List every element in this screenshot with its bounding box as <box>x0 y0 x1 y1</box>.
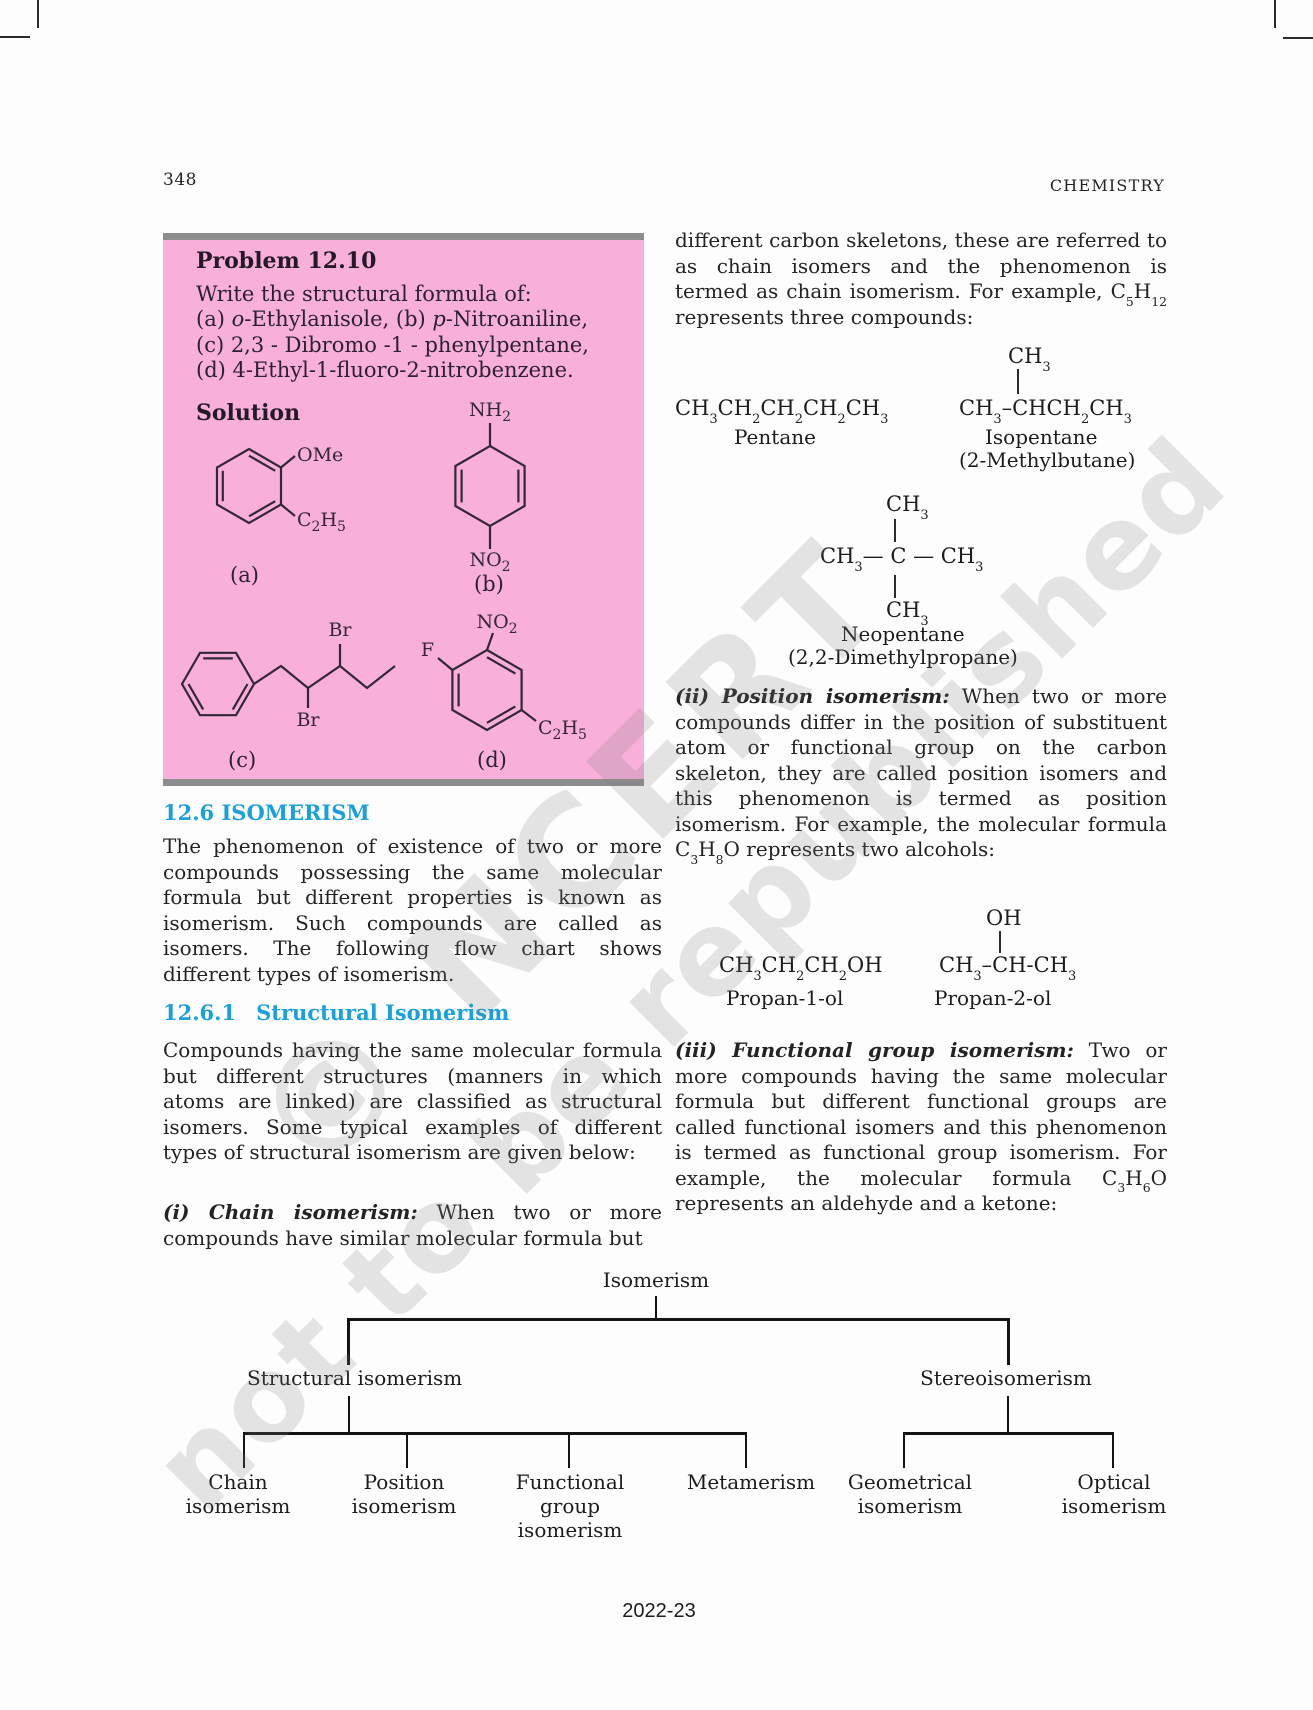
flowchart-root: Isomerism <box>602 1268 710 1292</box>
flowchart-leaf-optical: Optical isomerism <box>1061 1470 1167 1518</box>
nh2-label: NH2 <box>469 399 511 425</box>
flowchart-stereo-bar <box>903 1432 1114 1435</box>
flowchart-stub-optical <box>1112 1432 1114 1468</box>
flowchart-stub-geometrical <box>903 1432 905 1468</box>
c2h5-label-a: C2H5 <box>297 509 346 535</box>
flowchart-structural-stem <box>348 1396 350 1434</box>
problem-line-3: (c) 2,3 - Dibromo -1 - phenylpentane, <box>196 333 589 357</box>
isopentane-alt-name: (2-Methylbutane) <box>959 448 1136 472</box>
structure-b-p-nitroaniline: NH2 NO2 <box>454 399 526 575</box>
subsection-title: Structural Isomerism <box>256 1000 510 1025</box>
structure-c-tag: (c) <box>228 748 257 772</box>
f-label: F <box>421 639 434 661</box>
neopentane-formula: CH3— C — CH3 <box>820 544 984 576</box>
neopentane-bottom-methyl: CH3 <box>886 598 929 630</box>
problem-title: Problem 12.10 <box>196 248 377 274</box>
flowchart-stub-chain <box>243 1432 245 1468</box>
crop-mark-top-left-h <box>0 36 30 38</box>
isopentane-bond <box>1017 369 1019 394</box>
problem-line-1: Write the structural formula of: <box>196 282 532 306</box>
structure-a-o-ethylanisole: OMe C2H5 <box>215 444 346 535</box>
c2h5-label-d: C2H5 <box>538 717 587 743</box>
crop-mark-top-left-v <box>37 0 39 28</box>
subsection-number: 12.6.1 <box>163 1000 237 1025</box>
edition-year: 2022-23 <box>622 1600 696 1622</box>
flowchart-structural-label: Structural isomerism <box>247 1366 463 1390</box>
structure-d-tag: (d) <box>477 748 507 772</box>
ome-label: OMe <box>297 444 343 466</box>
flowchart-leaf-metamerism: Metamerism <box>686 1470 816 1494</box>
no2-label-b: NO2 <box>469 549 510 575</box>
flowchart-left-drop <box>347 1318 350 1365</box>
flowchart-leaf-position: Position isomerism <box>351 1470 457 1518</box>
problem-box: Problem 12.10 Write the structural formu… <box>163 233 644 786</box>
isopentane-formula: CH3–CHCH2CH3 <box>959 396 1132 428</box>
flowchart-structural-bar <box>243 1432 747 1435</box>
page-number: 348 <box>163 170 197 190</box>
crop-mark-top-right-v <box>1274 0 1276 28</box>
flowchart-stub-metamerism <box>745 1432 747 1468</box>
neopentane-bond-bottom <box>894 575 896 598</box>
running-head: CHEMISTRY <box>1049 176 1165 195</box>
flowchart-stub-position <box>406 1432 408 1468</box>
flowchart-right-drop <box>1007 1318 1010 1365</box>
structure-a-tag: (a) <box>230 563 259 587</box>
subsection-heading-structural: 12.6.1 Structural Isomerism <box>163 1000 509 1025</box>
position-isomerism-paragraph: (ii) Position isomerism: When two or mor… <box>675 684 1167 867</box>
flowchart-leaf-chain: Chain isomerism <box>185 1470 291 1518</box>
propan2-formula: CH3–CH-CH3 <box>939 953 1077 985</box>
benzene-ring-a <box>215 447 296 525</box>
solution-label: Solution <box>196 400 301 426</box>
isopentane-methyl: CH3 <box>1008 344 1051 376</box>
no2-label-d: NO2 <box>476 611 517 637</box>
structural-paragraph: Compounds having the same molecular form… <box>163 1038 662 1164</box>
chain-continuation-paragraph: different carbon skeletons, these are re… <box>675 228 1167 329</box>
problem-line-4: (d) 4-Ethyl-1-fluoro-2-nitrobenzene. <box>196 358 574 382</box>
neopentane-name: Neopentane <box>841 622 965 646</box>
propan1-name: Propan-1-ol <box>726 986 844 1010</box>
flowchart-leaf-geometrical: Geometrical isomerism <box>847 1470 973 1518</box>
crop-mark-top-right-h <box>1283 37 1313 39</box>
flowchart-stereo-label: Stereoisomerism <box>920 1366 1092 1390</box>
benzene-ring-b <box>454 423 526 549</box>
flowchart-stereo-stem <box>1007 1396 1009 1434</box>
propan2-bond <box>999 931 1001 953</box>
pentane-formula: CH3CH2CH2CH2CH3 <box>675 396 889 428</box>
structure-b-tag: (b) <box>474 572 504 596</box>
flowchart-leaf-functional: Functional group isomerism <box>515 1470 625 1542</box>
br-top-label: Br <box>328 619 352 641</box>
structure-c-dibromophenylpentane: Br Br <box>180 619 396 731</box>
problem-line-2: (a) o-Ethylanisole, (b) p-Nitroaniline, <box>196 307 588 331</box>
flowchart-level1-bar <box>348 1318 1010 1321</box>
chain-isomerism-paragraph: (i) Chain isomerism: When two or more co… <box>163 1200 662 1250</box>
isomerism-paragraph: The phenomenon of existence of two or mo… <box>163 834 662 986</box>
phenyl-ring-c <box>180 644 396 717</box>
oh-label: OH <box>986 906 1022 930</box>
flowchart-root-stem <box>655 1296 657 1320</box>
benzene-ring-d <box>437 632 537 732</box>
functional-isomerism-paragraph: (iii) Functional group isomerism: Two or… <box>675 1038 1167 1215</box>
structure-d-ethyl-fluoro-nitrobenzene: NO2 F C2H5 <box>421 611 587 743</box>
section-heading-isomerism: 12.6 ISOMERISM <box>163 800 370 825</box>
propan2-name: Propan-2-ol <box>934 986 1052 1010</box>
neopentane-alt-name: (2,2-Dimethylpropane) <box>788 645 1018 669</box>
br-bottom-label: Br <box>296 709 320 731</box>
neopentane-bond-top <box>894 519 896 542</box>
propan1-formula: CH3CH2CH2OH <box>719 953 883 985</box>
isopentane-name: Isopentane <box>985 425 1098 449</box>
pentane-name: Pentane <box>734 425 816 449</box>
flowchart-stub-functional <box>568 1432 570 1468</box>
neopentane-top-methyl: CH3 <box>886 492 929 524</box>
